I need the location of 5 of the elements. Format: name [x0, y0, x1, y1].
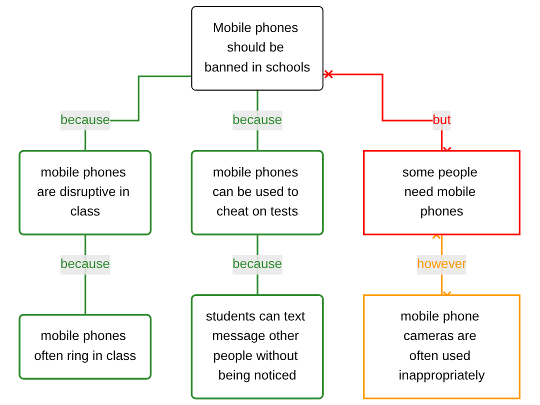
edge-label: because	[232, 257, 282, 272]
edge-label: because	[60, 257, 110, 272]
edge-label: however	[417, 257, 467, 272]
edge-label: because	[60, 113, 110, 128]
edge-label: because	[232, 113, 282, 128]
